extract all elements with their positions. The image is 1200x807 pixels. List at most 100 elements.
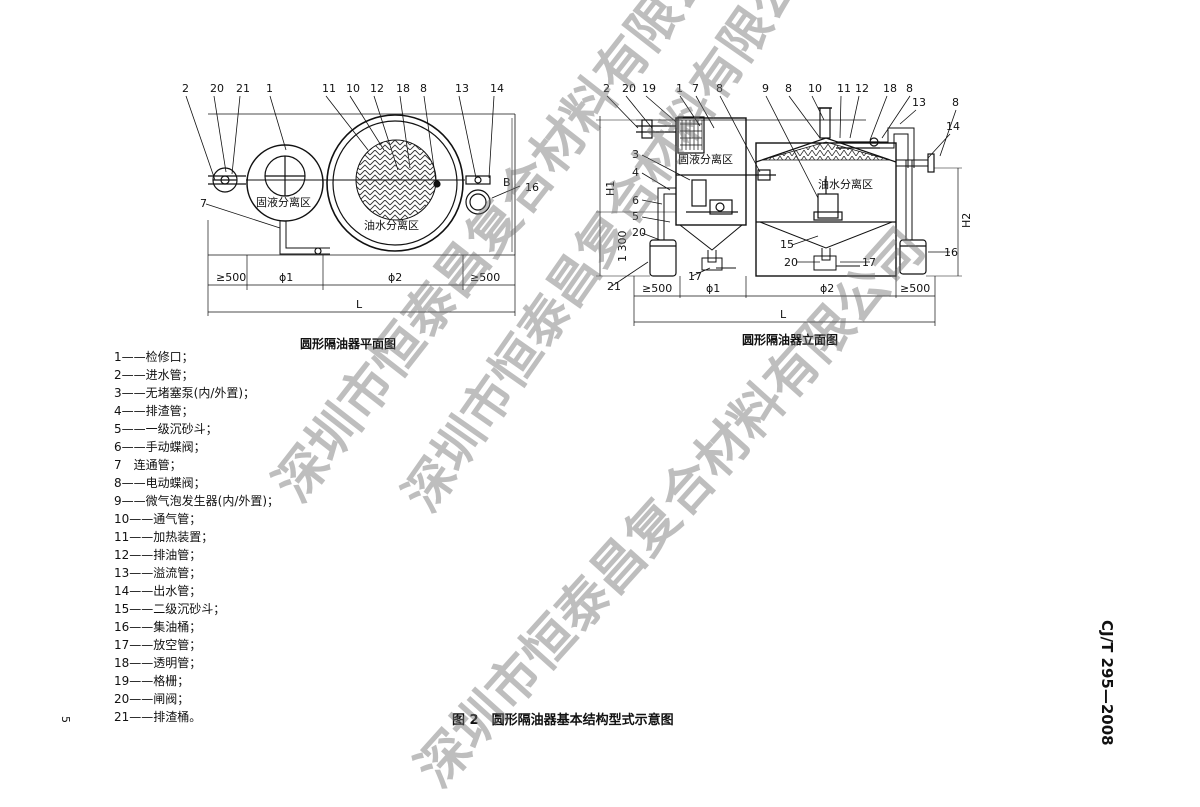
- plan-callout: 14: [490, 82, 504, 95]
- plan-dim-b: B: [503, 176, 511, 189]
- plan-callout: 7: [200, 197, 207, 210]
- legend-sep: ——: [129, 710, 153, 724]
- elevation-callout: 13: [912, 96, 926, 109]
- legend-text: 闸阀；: [153, 692, 189, 706]
- elevation-callout: 2: [603, 82, 610, 95]
- elevation-callout: 3: [632, 148, 639, 161]
- legend-text: 溢流管；: [153, 565, 201, 580]
- svg-text:6——手动蝶阀；: 6——手动蝶阀；: [114, 439, 206, 454]
- legend-text: 无堵塞泵(内/外置)；: [146, 385, 255, 400]
- legend-num: 10: [114, 512, 129, 526]
- elevation-dim-right: ≥500: [900, 282, 930, 295]
- plan-callout: 13: [455, 82, 469, 95]
- legend-sep: ——: [122, 422, 146, 436]
- legend-text: 一级沉砂斗；: [146, 422, 218, 436]
- legend-text: 电动蝶阀；: [146, 475, 206, 490]
- legend-num: 12: [114, 548, 129, 562]
- plan-callout: 21: [236, 82, 250, 95]
- plan-callout: 18: [396, 82, 410, 95]
- legend-num: 7: [114, 458, 122, 472]
- legend-sep: ——: [122, 404, 146, 418]
- plan-dim-phi2: ϕ2: [388, 271, 402, 284]
- legend-sep: ——: [129, 548, 153, 562]
- standard-code: CJ/T 295—2008: [1098, 620, 1116, 746]
- svg-text:15——二级沉砂斗；: 15——二级沉砂斗；: [114, 602, 225, 616]
- legend-sep: ——: [129, 638, 153, 652]
- plan-zone-oil-water: 油水分离区: [364, 218, 419, 232]
- legend-num: 4: [114, 404, 122, 418]
- plan-callout: 11: [322, 82, 336, 95]
- legend-num: 9: [114, 494, 122, 508]
- legend-text: 连通管；: [134, 457, 182, 472]
- legend-text: 排渣桶。: [153, 709, 201, 724]
- svg-text:7 连通管；: 7 连通管；: [114, 457, 182, 472]
- legend-num: 11: [114, 530, 129, 544]
- svg-text:20——闸阀；: 20——闸阀；: [114, 692, 189, 706]
- legend-sep: ——: [122, 440, 146, 454]
- legend-num: 19: [114, 674, 129, 688]
- elevation-callout: 8: [785, 82, 792, 95]
- legend-text: 排渣管；: [146, 403, 194, 418]
- elevation-caption: 圆形隔油器立面图: [742, 332, 838, 347]
- plan-dim-total: L: [356, 298, 363, 311]
- plan-callout: 20: [210, 82, 224, 95]
- legend-text: 出水管；: [153, 583, 201, 598]
- elevation-callouts-top: 2 20 19 1 7 8 9 8 10 11 12 18 8 13 8 14: [603, 82, 960, 133]
- legend-text: 格栅；: [153, 673, 189, 688]
- elevation-callout: 12: [855, 82, 869, 95]
- elevation-callout: 17: [688, 270, 702, 283]
- legend-sep: ——: [129, 656, 153, 670]
- legend-text: 透明管；: [153, 655, 201, 670]
- elevation-callout: 15: [780, 238, 794, 251]
- elevation-callout: 14: [946, 120, 960, 133]
- legend-text: 加热装置；: [153, 530, 213, 544]
- plan-callout: 10: [346, 82, 360, 95]
- svg-text:9——微气泡发生器(内/外置)；: 9——微气泡发生器(内/外置)；: [114, 493, 279, 508]
- legend-text: 二级沉砂斗；: [153, 602, 225, 616]
- legend-num: 5: [114, 422, 122, 436]
- elevation-callout: 19: [642, 82, 656, 95]
- elevation-callout: 8: [952, 96, 959, 109]
- plan-callout: 1: [266, 82, 273, 95]
- svg-text:18——透明管；: 18——透明管；: [114, 655, 201, 670]
- elevation-callout: 8: [906, 82, 913, 95]
- legend-num: 20: [114, 692, 129, 706]
- elevation-callout: 20: [784, 256, 798, 269]
- plan-dim-phi1: ϕ1: [279, 271, 293, 284]
- legend-sep: ——: [129, 512, 153, 526]
- elevation-callout: 4: [632, 166, 639, 179]
- plan-callouts: 2 20 21 1 11 10 12 18 8 13 14 16 7: [182, 82, 539, 210]
- legend-num: 2: [114, 368, 122, 382]
- legend-num: 1: [114, 350, 122, 364]
- svg-text:21——排渣桶。: 21——排渣桶。: [114, 709, 201, 724]
- elevation-dim-h2: H2: [960, 213, 973, 228]
- legend-num: 14: [114, 584, 129, 598]
- elevation-callout: 16: [944, 246, 958, 259]
- svg-text:16——集油桶；: 16——集油桶；: [114, 619, 201, 634]
- legend-num: 16: [114, 620, 129, 634]
- legend-num: 21: [114, 710, 129, 724]
- elevation-callout: 11: [837, 82, 851, 95]
- legend-text: 排油管；: [153, 547, 201, 562]
- legend-num: 6: [114, 440, 122, 454]
- plan-view: 2 20 21 1 11 10 12 18 8 13 14 16 7: [182, 82, 539, 316]
- svg-text:11——加热装置；: 11——加热装置；: [114, 530, 213, 544]
- legend-text: 集油桶；: [153, 619, 201, 634]
- elevation-dim-1300: 1 300: [616, 231, 629, 263]
- legend-num: 18: [114, 656, 129, 670]
- elevation-dim-total: L: [780, 308, 787, 321]
- legend-num: 8: [114, 476, 122, 490]
- legend-num: 15: [114, 602, 129, 616]
- legend-sep: ——: [122, 368, 146, 382]
- legend-text: 微气泡发生器(内/外置)；: [146, 493, 279, 508]
- svg-text:12——排油管；: 12——排油管；: [114, 547, 201, 562]
- legend-text: 检修口；: [146, 349, 194, 364]
- plan-texts: 固液分离区 油水分离区 ≥500 ϕ1 ϕ2 ≥500 L B 圆形隔油器平面图: [216, 176, 511, 351]
- elevation-zone-oil-water: 油水分离区: [818, 177, 873, 191]
- svg-text:8——电动蝶阀；: 8——电动蝶阀；: [114, 475, 206, 490]
- elevation-callout: 17: [862, 256, 876, 269]
- svg-text:5——一级沉砂斗；: 5——一级沉砂斗；: [114, 422, 218, 436]
- plan-caption: 圆形隔油器平面图: [300, 336, 396, 351]
- watermark-text: 深圳市恒泰昌复合材料有限公司: [405, 218, 937, 799]
- plan-zone-solid-liquid: 固液分离区: [256, 195, 311, 209]
